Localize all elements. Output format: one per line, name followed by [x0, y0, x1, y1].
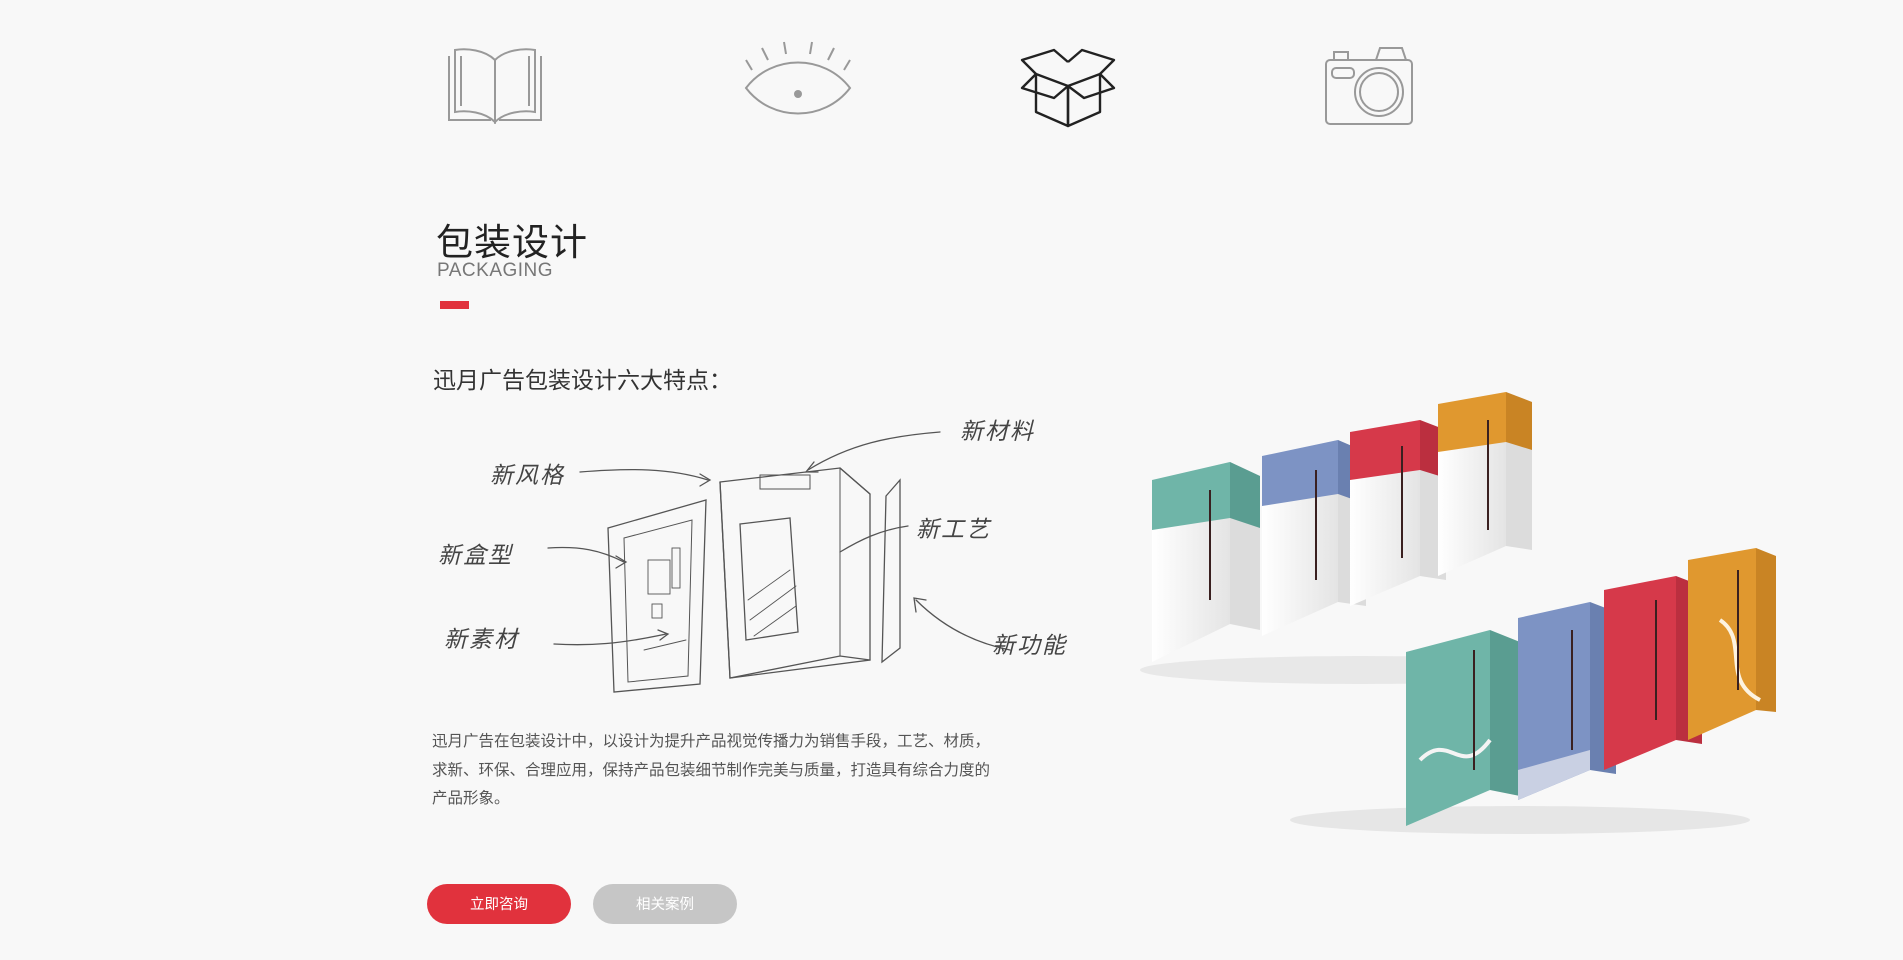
label-new-material: 新材料 [960, 419, 1035, 445]
consult-button[interactable]: 立即咨询 [427, 884, 571, 924]
product-packaging-photo [1120, 380, 1780, 840]
eye-icon[interactable] [742, 40, 854, 124]
label-new-style: 新风格 [490, 463, 565, 489]
label-new-function: 新功能 [992, 633, 1067, 659]
section-title: 包装设计 [436, 221, 588, 264]
section-description: 迅月广告在包装设计中，以设计为提升产品视觉传播力为销售手段，工艺、材质，求新、环… [432, 732, 991, 807]
title-accent-bar [440, 301, 469, 309]
packaging-sketch-illustration: 新材料 新风格 新工艺 新盒型 新素材 新功能 [430, 400, 1080, 710]
related-cases-button[interactable]: 相关案例 [593, 884, 737, 924]
features-heading: 迅月广告包装设计六大特点： [433, 368, 732, 394]
book-icon[interactable] [445, 40, 545, 124]
label-new-box-type: 新盒型 [438, 543, 513, 569]
box-icon[interactable] [1018, 40, 1118, 130]
category-icon-bar [0, 40, 1903, 140]
label-new-substrate: 新素材 [444, 627, 519, 653]
label-new-craft: 新工艺 [916, 517, 991, 543]
camera-icon[interactable] [1324, 40, 1414, 126]
section-subtitle: PACKAGING [437, 260, 554, 281]
